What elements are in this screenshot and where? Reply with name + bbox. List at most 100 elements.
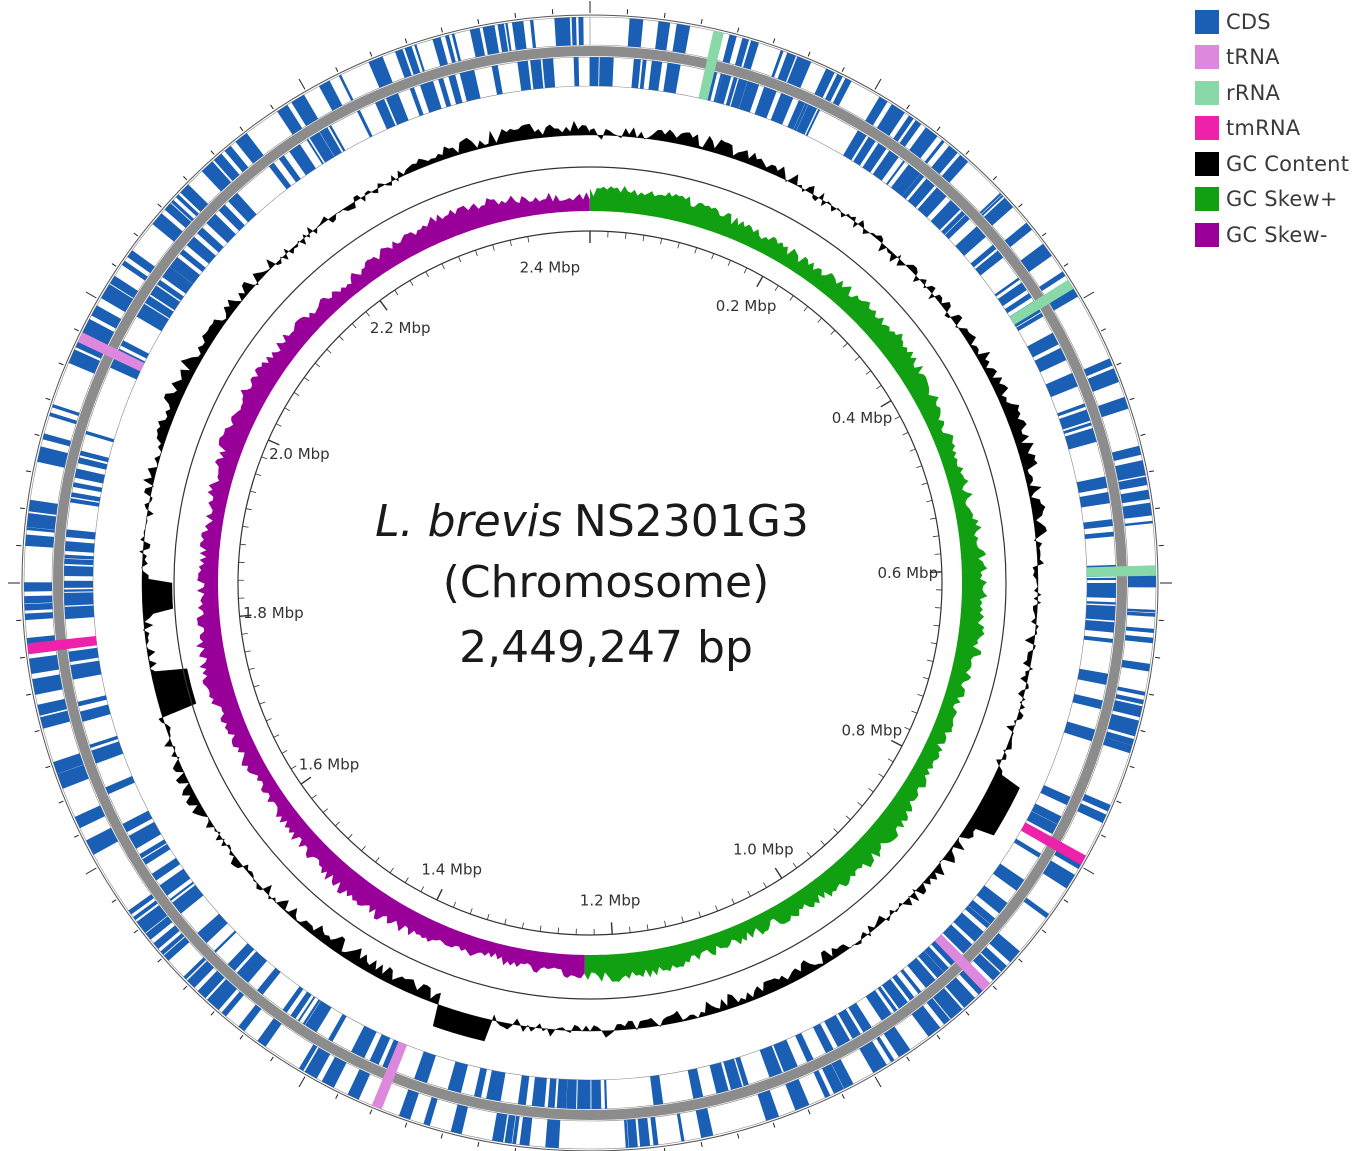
cds-forward-track-feature (238, 1004, 262, 1032)
cds-reverse-track-feature (77, 695, 107, 707)
cds-reverse-track-feature (1072, 694, 1103, 710)
cds-forward-track-feature (757, 1090, 780, 1121)
scale-tick (436, 888, 443, 901)
legend-label: tRNA (1226, 45, 1280, 70)
cds-forward-track-feature (1098, 396, 1129, 418)
legend-swatch-cds (1195, 9, 1219, 34)
cds-reverse-track-feature (824, 1014, 851, 1047)
cds-reverse-track-feature (227, 943, 255, 971)
cds-reverse-track-feature (382, 1039, 399, 1069)
cds-forward-track-feature (24, 595, 53, 604)
legend-item-gc-skew-minus: GC Skew- (1195, 217, 1349, 253)
scale-tick (241, 632, 248, 635)
outer-tick (936, 126, 941, 132)
outer-tick (772, 1122, 776, 1128)
scale-tick (250, 490, 257, 493)
cds-forward-track-feature (933, 988, 963, 1020)
scale-tick (425, 271, 429, 278)
legend-swatch-rrna (1195, 80, 1219, 105)
cds-reverse-track-feature (447, 1061, 469, 1093)
cds-forward-track-feature (545, 1119, 561, 1149)
scale-tick (255, 473, 262, 476)
scale-tick (509, 240, 512, 247)
scale-tick-label: 1.0 Mbp (733, 841, 794, 859)
scale-tick (300, 776, 312, 785)
outer-tick (369, 1109, 373, 1115)
outer-tick (841, 67, 845, 73)
outer-tick (1100, 328, 1106, 332)
scale-tick (711, 253, 715, 260)
cds-forward-track-feature (1124, 520, 1153, 527)
cds-forward-track-feature (338, 74, 354, 101)
scale-tick (917, 693, 924, 697)
cds-reverse-track-feature (713, 73, 723, 103)
cds-reverse-track-feature (70, 498, 100, 507)
cds-reverse-track-feature (902, 173, 925, 200)
scale-tick (347, 834, 353, 839)
cds-reverse-track-feature (924, 946, 949, 973)
cds-reverse-track-feature (79, 704, 111, 722)
scale-tick (842, 342, 848, 348)
scale-tick (747, 890, 751, 897)
cds-forward-track-feature (187, 960, 214, 988)
scale-tick-label: 0.6 Mbp (877, 564, 938, 582)
cds-forward-track-feature (85, 827, 119, 855)
outer-tick (807, 1109, 811, 1115)
legend-label: GC Skew- (1226, 222, 1328, 247)
genome-length: 2,449,247 bp (459, 622, 753, 673)
scale-tick (677, 242, 680, 249)
cds-forward-track-feature (859, 1041, 887, 1073)
cds-reverse-track-feature (290, 991, 312, 1019)
cds-reverse-track-feature (122, 810, 153, 833)
legend-item-gc-skew-plus: GC Skew+ (1195, 182, 1349, 218)
scale-tick (911, 710, 918, 714)
outer-tick (1018, 958, 1023, 963)
outer-tick (74, 328, 80, 332)
outer-tick (1041, 929, 1047, 934)
cds-reverse-track-feature (886, 160, 906, 186)
cds-forward-track-feature (100, 284, 134, 313)
cds-reverse-track-feature (1031, 803, 1062, 825)
cds-forward-track-feature (451, 33, 462, 62)
cds-forward-track-feature (145, 916, 173, 940)
scale-tick (259, 701, 266, 705)
cds-forward-track-feature (1121, 659, 1151, 672)
cds-reverse-track-feature (941, 211, 966, 235)
outer-tick (133, 929, 139, 934)
outer-tick (1083, 291, 1095, 299)
cds-reverse-track-feature (459, 69, 481, 102)
cds-reverse-track-feature (169, 881, 195, 901)
outer-tick (965, 1011, 970, 1016)
cds-forward-track-feature (883, 1026, 911, 1058)
cds-forward-track-feature (771, 50, 784, 78)
cds-reverse-track-feature (1057, 403, 1086, 417)
scale-tick-label: 1.8 Mbp (243, 604, 304, 622)
cds-forward-track-feature (655, 21, 671, 51)
cds-reverse-track-feature (289, 144, 316, 176)
cds-reverse-track-feature (1063, 422, 1092, 434)
cds-forward-track-feature (321, 1056, 347, 1088)
scale-tick-label: 1.6 Mbp (299, 756, 360, 774)
cds-reverse-track-feature (754, 86, 777, 119)
outer-tick (369, 51, 373, 57)
cds-forward-track-feature (504, 1114, 516, 1144)
cds-reverse-track-feature (663, 62, 681, 94)
cds-reverse-track-feature (723, 1058, 743, 1090)
cds-forward-track-feature (277, 104, 303, 135)
cds-forward-track-feature (221, 991, 244, 1017)
outer-tick (1018, 203, 1023, 208)
outer-tick (111, 899, 117, 903)
outer-tick (1041, 232, 1047, 237)
cds-reverse-track-feature (907, 178, 935, 208)
cds-reverse-track-feature (891, 164, 921, 197)
scale-tick (521, 922, 524, 929)
rrna-mark (698, 30, 724, 101)
cds-reverse-track-feature (64, 558, 94, 566)
cds-reverse-track-feature (862, 143, 887, 173)
cds-forward-track-feature (492, 1112, 508, 1143)
scale-tick (338, 335, 344, 341)
outer-tick (335, 1093, 339, 1099)
cds-forward-track-feature (53, 753, 84, 774)
cds-reverse-track-feature (687, 1068, 704, 1099)
cds-reverse-track-feature (150, 285, 181, 311)
